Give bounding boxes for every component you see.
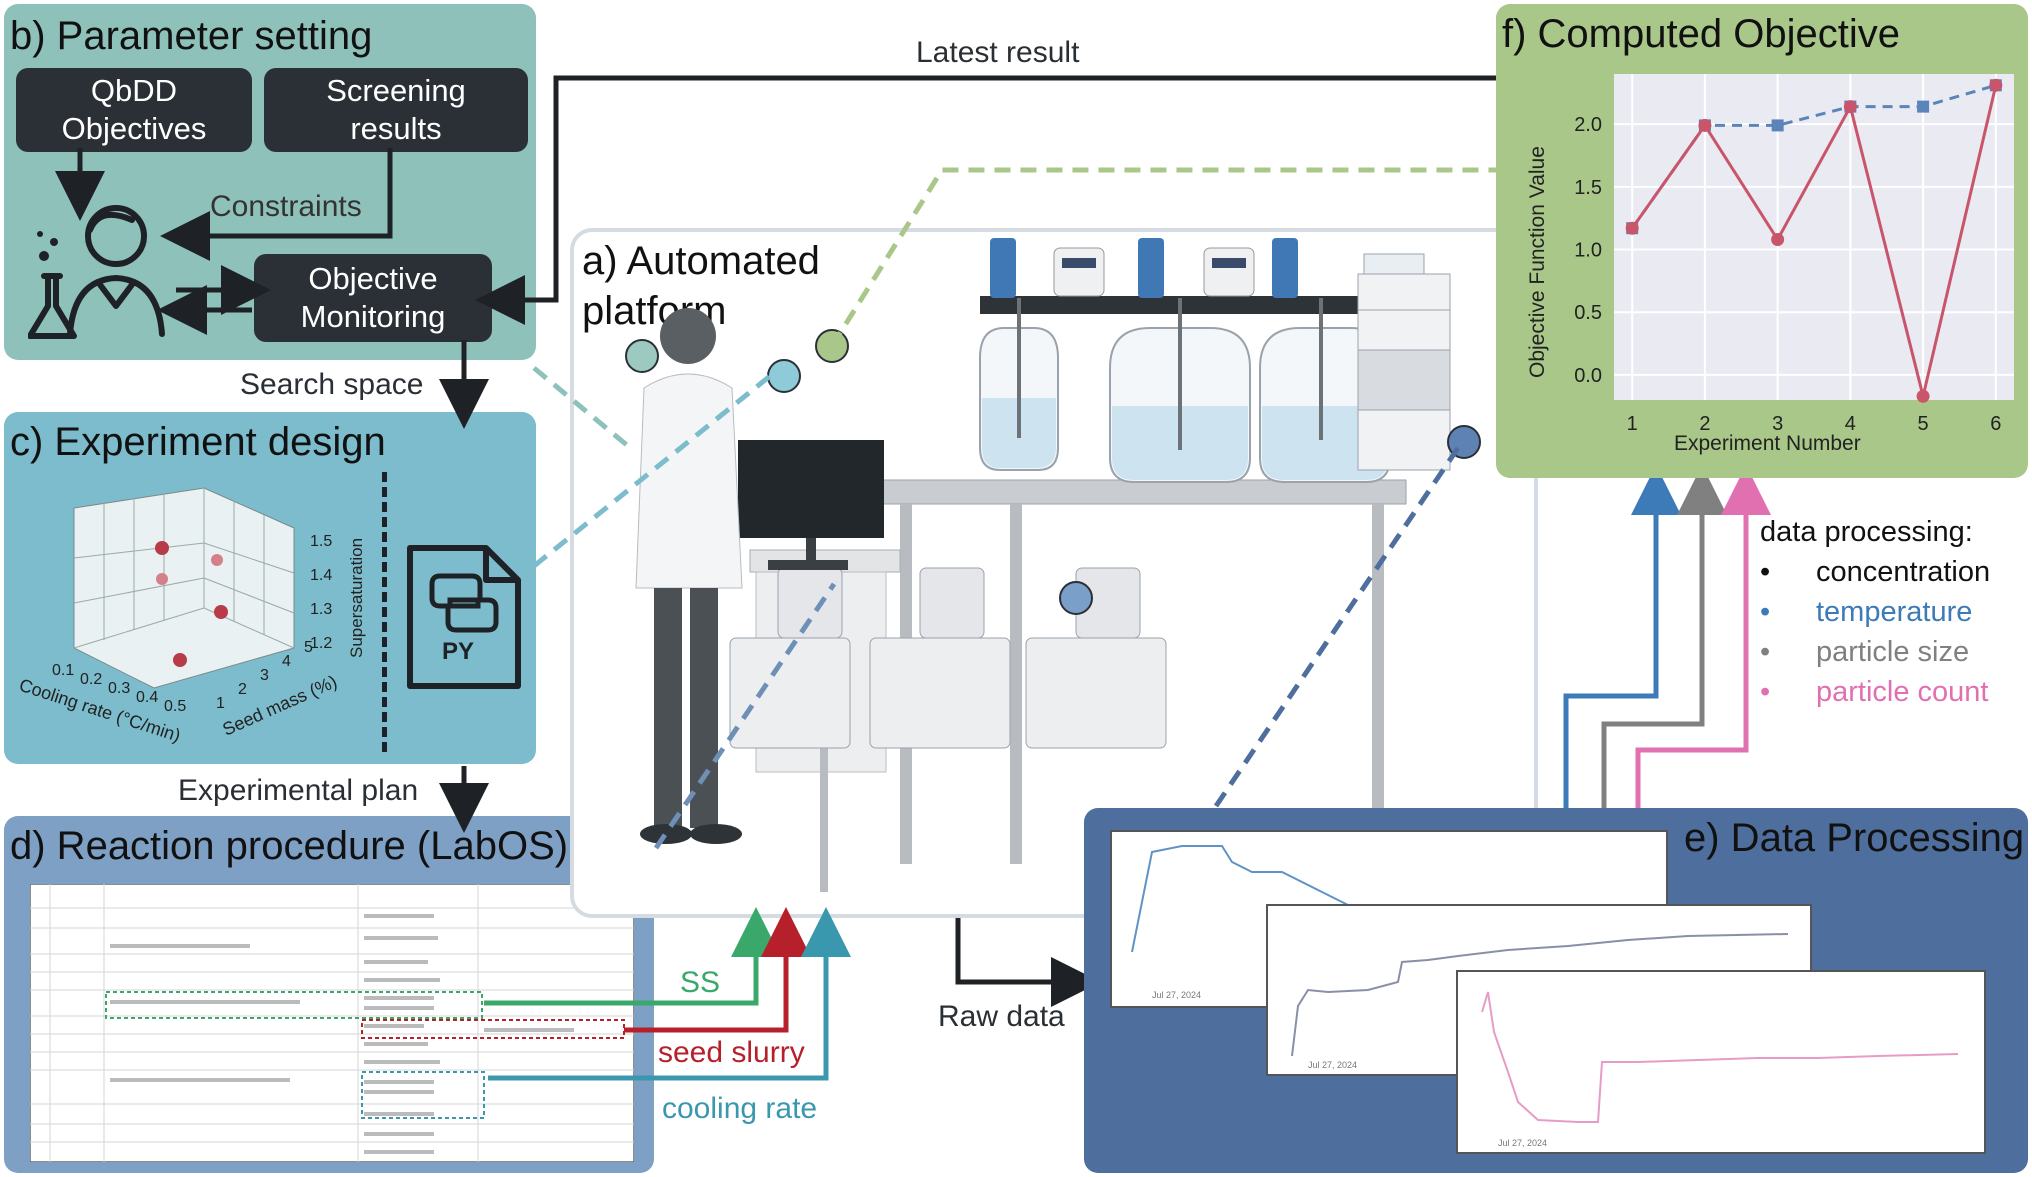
- x-tick: 0.5: [164, 698, 186, 715]
- sheet3-date: Jul 27, 2024: [1498, 1138, 1547, 1148]
- x-tick: 0.1: [52, 662, 74, 679]
- x-tick-label: 1: [1627, 413, 1638, 435]
- scatter-point: [156, 573, 168, 585]
- legend-bullet: •: [1760, 676, 1771, 708]
- y-tick-label: 1.5: [1574, 177, 1602, 199]
- panel-f-title: f) Computed Objective: [1502, 12, 1900, 56]
- experimental-plan-label: Experimental plan: [178, 774, 419, 807]
- z-tick: 1.3: [310, 601, 332, 618]
- series-marker: [1916, 389, 1930, 403]
- scientist-icon: [28, 205, 165, 339]
- cooling-rate-label: cooling rate: [662, 1092, 818, 1125]
- computer: [738, 440, 884, 570]
- scatter-points: [155, 541, 228, 667]
- panel-c-title: c) Experiment design: [10, 420, 386, 464]
- panel-a-title: a) Automated platform: [582, 239, 820, 333]
- objective-monitoring-box: Objective Monitoring: [254, 254, 492, 342]
- legend-bullet: •: [1760, 636, 1771, 668]
- ss-label: SS: [680, 966, 721, 999]
- overhead-stirrers: [990, 238, 1298, 298]
- legend-title: data processing:: [1760, 516, 1973, 548]
- z-tick: 1.4: [310, 567, 332, 584]
- y-tick: 5: [304, 639, 313, 656]
- y-tick: 3: [260, 667, 269, 684]
- y-tick-label: 0.5: [1574, 302, 1602, 324]
- series-marker: [1917, 100, 1930, 113]
- chart-x-label: Experiment Number: [1674, 432, 1861, 455]
- series-marker: [1771, 233, 1785, 247]
- panel-reaction-procedure: d) Reaction procedure (LabOS): [4, 816, 654, 1173]
- x-tick: 0.3: [108, 680, 130, 697]
- y-tick: 2: [238, 681, 247, 698]
- data-sheet-particle-count: Jul 27, 2024: [1456, 970, 1986, 1154]
- legend-bullet: •: [1760, 556, 1771, 588]
- callout-dot-person: [625, 339, 659, 373]
- y-tick: 4: [282, 653, 291, 670]
- search-space-label: Search space: [240, 368, 424, 401]
- analytical-instrument-stack: [1357, 253, 1451, 471]
- pumps: [1053, 247, 1255, 297]
- legend-label: concentration: [1816, 556, 1991, 588]
- y-tick-label: 2.0: [1574, 114, 1602, 136]
- legend-label: particle size: [1816, 636, 1970, 668]
- python-file-label: PY: [442, 638, 475, 665]
- x-tick: 0.2: [80, 671, 102, 688]
- panel-c-divider: [382, 472, 387, 752]
- legend-bullet: •: [1760, 596, 1771, 628]
- z-axis-label: Supersaturation: [347, 538, 366, 658]
- series-marker: [1698, 118, 1712, 132]
- objective-chart: 0.0 0.5 1.0 1.5 2.0 1 2 3 4 5 6 Objective Functio…: [1526, 74, 2014, 455]
- scatter-3d-plot: 1.5 1.4 1.3 1.2 Supersaturation 0.1 0.2 …: [17, 487, 366, 746]
- labos-table: [30, 884, 634, 1162]
- legend-label: particle count: [1816, 676, 1989, 708]
- x-tick-label: 5: [1918, 413, 1929, 435]
- series-line: [1630, 84, 1998, 397]
- raw-data-label: Raw data: [938, 1000, 1065, 1033]
- x-tick-label: 3: [1772, 413, 1783, 435]
- series-marker: [1989, 78, 2003, 92]
- panel-parameter-setting: b) Parameter setting QbDD Objectives Scr…: [4, 4, 536, 360]
- x-tick-label: 4: [1845, 413, 1856, 435]
- panel-experiment-design: c) Experiment design 1.5 1.4: [4, 412, 536, 764]
- z-tick: 1.2: [310, 635, 332, 652]
- sheet1-date: Jul 27, 2024: [1152, 990, 1201, 1000]
- equipment-rack: [980, 296, 1360, 314]
- series-marker: [1843, 100, 1857, 114]
- scientist-figure: [635, 308, 743, 844]
- scatter-point: [173, 653, 187, 667]
- latest-result-label: Latest result: [916, 36, 1080, 69]
- seed-slurry-label: seed slurry: [658, 1036, 805, 1069]
- z-tick: 1.5: [310, 533, 332, 550]
- x-tick: 0.4: [136, 689, 158, 706]
- callout-dot-thermostat: [1059, 581, 1093, 615]
- qbdd-objectives-box: QbDD Objectives: [16, 68, 252, 152]
- constraints-label: Constraints: [210, 190, 362, 223]
- scatter-point: [155, 541, 169, 555]
- plot-area: [1614, 74, 2014, 400]
- thermostat-baths: [729, 567, 1167, 749]
- sheet2-date: Jul 27, 2024: [1308, 1060, 1357, 1070]
- series-marker: [1625, 221, 1639, 235]
- y-tick-label: 1.0: [1574, 240, 1602, 262]
- y-tick: 1: [216, 695, 225, 712]
- python-file-icon: [407, 545, 521, 689]
- series-marker: [1771, 119, 1784, 132]
- y-tick-label: 0.0: [1574, 365, 1602, 387]
- screening-results-box: Screening results: [264, 68, 528, 152]
- scatter-point: [211, 554, 223, 566]
- scatter-point: [214, 605, 228, 619]
- chart-y-label: Objective Function Value: [1526, 146, 1549, 378]
- panel-e-title: e) Data Processing: [1684, 816, 2025, 860]
- x-tick-label: 2: [1699, 413, 1710, 435]
- x-tick-label: 6: [1990, 413, 2001, 435]
- legend-label: temperature: [1816, 596, 1973, 628]
- panel-b-title: b) Parameter setting: [10, 14, 373, 58]
